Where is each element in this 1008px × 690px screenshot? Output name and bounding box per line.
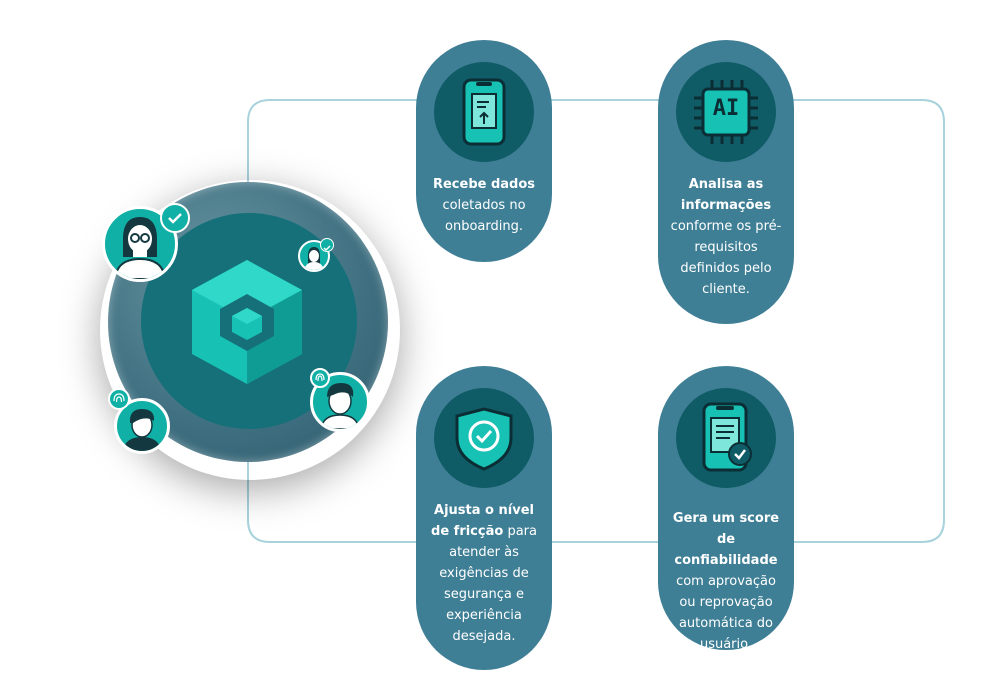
step-icon-circle: AI	[676, 62, 776, 162]
fingerprint-badge-left-icon	[108, 388, 130, 410]
step-text: Gera um score de confiabilidade com apro…	[666, 508, 786, 655]
step-text: Ajusta o nível de fricção para atender à…	[424, 500, 544, 647]
step-text-rest: com aprovação ou reprovação automática d…	[676, 574, 776, 652]
fingerprint-badge-icon	[310, 368, 330, 388]
check-badge-icon	[160, 203, 190, 233]
step-text: Analisa as informações conforme os pré-r…	[666, 174, 786, 300]
step-adjust-friction: Ajusta o nível de fricção para atender à…	[416, 366, 552, 670]
step-text-rest: coletados no onboarding.	[442, 198, 526, 234]
step-text: Recebe dados coletados no onboarding.	[424, 174, 544, 237]
step-text-rest: conforme os pré-requisitos definidos pel…	[670, 219, 782, 297]
step-generate-score: Gera um score de confiabilidade com apro…	[658, 366, 794, 652]
step-analyze-information: AI Analisa as informações conforme os pr…	[658, 40, 794, 324]
check-badge-small-icon	[320, 238, 334, 252]
cube-logo-icon	[192, 260, 302, 384]
ai-chip-label: AI	[712, 96, 740, 121]
ai-chip-icon	[694, 80, 758, 144]
avatar-woman-glasses	[102, 206, 178, 282]
step-text-rest: para atender às exigências de segurança …	[439, 524, 537, 644]
step-icon-circle	[434, 62, 534, 162]
shield-check-icon	[455, 407, 513, 471]
step-receive-data: Recebe dados coletados no onboarding.	[416, 40, 552, 262]
step-icon-circle	[434, 388, 534, 488]
step-text-bold: Recebe dados	[432, 177, 536, 192]
step-text-bold: Analisa as informações	[680, 177, 772, 213]
step-text-bold: Gera um score de confiabilidade	[672, 511, 780, 568]
avatar-man-left	[114, 398, 170, 454]
approved-document-phone-icon	[702, 402, 752, 472]
step-text-bold: Ajusta o nível de fricção	[431, 503, 534, 539]
step-icon-circle	[676, 388, 776, 488]
document-upload-phone-icon	[462, 78, 506, 146]
